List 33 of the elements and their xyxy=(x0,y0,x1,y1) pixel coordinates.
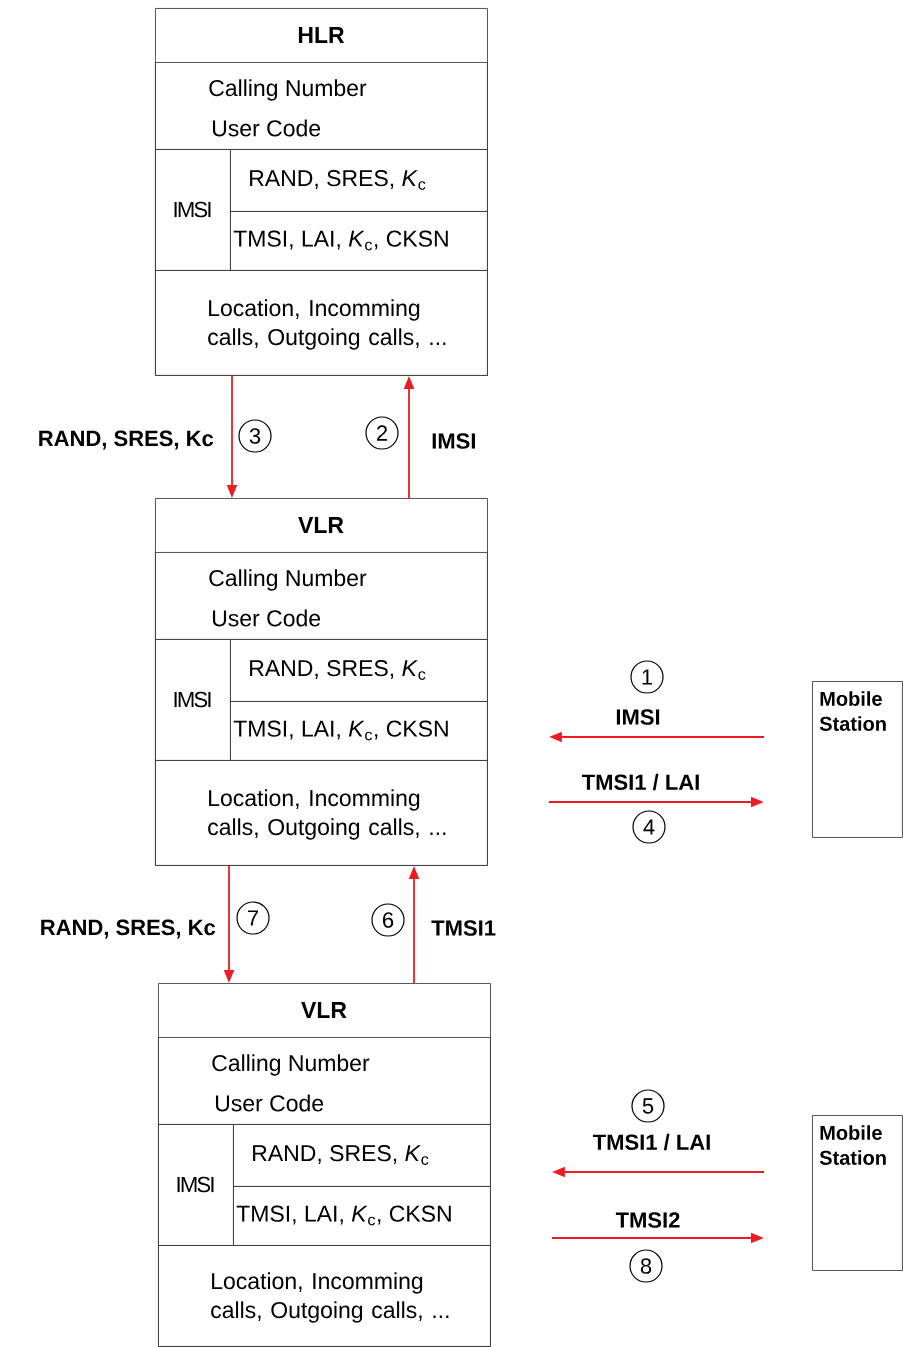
callout-number: 8 xyxy=(629,1249,663,1283)
edge-label: TMSI1 xyxy=(430,919,497,937)
callout-number: 7 xyxy=(236,901,270,935)
table-cell: RAND, SRES, K$_{c}$ xyxy=(233,1124,491,1187)
table-cell: Calling Number User Code xyxy=(155,552,488,640)
table-cell: Location, Incomming calls, Outgoing calls, ... xyxy=(155,270,488,376)
table-cell: IMSI xyxy=(158,1124,234,1246)
station-box: Mobile Station xyxy=(812,1115,903,1271)
edge-label: IMSI xyxy=(614,708,662,726)
table-cell: Calling Number User Code xyxy=(158,1037,491,1125)
callout-number: 1 xyxy=(630,660,664,694)
callout-number: 5 xyxy=(631,1089,665,1123)
edge-label: RAND, SRES, Kc xyxy=(36,429,215,451)
edge-label: TMSI1 / LAI xyxy=(591,1132,713,1152)
table-cell: TMSI, LAI, K$_{c}$, CKSN xyxy=(230,211,488,271)
callout-number: 4 xyxy=(632,810,666,844)
callout-number: 2 xyxy=(365,416,399,450)
callout-number: 3 xyxy=(238,419,272,453)
station-box: Mobile Station xyxy=(812,681,903,838)
table-cell: IMSI xyxy=(155,149,231,271)
table-cell: Location, Incomming calls, Outgoing calls, ... xyxy=(158,1245,491,1347)
table-cell: Location, Incomming calls, Outgoing calls, ... xyxy=(155,760,488,866)
edge-label: TMSI2 xyxy=(614,1211,682,1229)
edge-label: TMSI1 / LAI xyxy=(580,772,702,792)
table-cell: RAND, SRES, K$_{c}$ xyxy=(230,639,488,702)
table-cell: IMSI xyxy=(155,639,231,761)
table-cell: TMSI, LAI, K$_{c}$, CKSN xyxy=(233,1186,491,1246)
table-cell: Calling Number User Code xyxy=(155,62,488,150)
table-cell: RAND, SRES, K$_{c}$ xyxy=(230,149,488,212)
edge-label: RAND, SRES, Kc xyxy=(38,918,217,940)
table-cell: TMSI, LAI, K$_{c}$, CKSN xyxy=(230,701,488,761)
edge-label: IMSI xyxy=(430,432,478,450)
callout-number: 6 xyxy=(371,903,405,937)
